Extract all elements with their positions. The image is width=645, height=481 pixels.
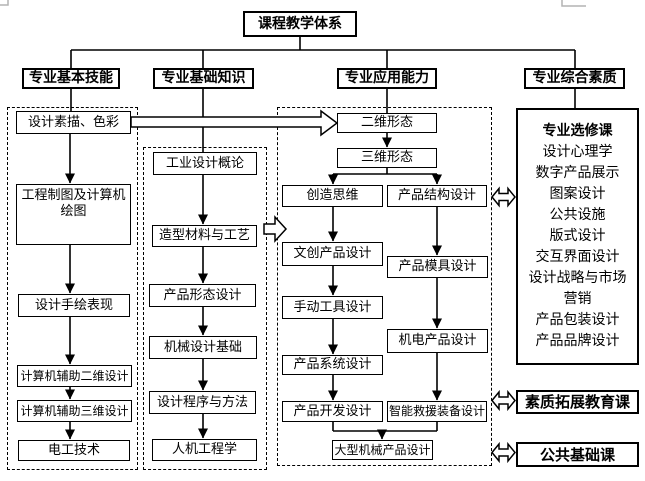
double-arrow-icon	[491, 441, 516, 464]
branch-basic-knowledge: 专业基础知识	[153, 68, 254, 89]
course-box: 机械设计基础	[149, 336, 257, 359]
double-arrow-icon	[491, 389, 516, 412]
course-box: 人机工程学	[152, 439, 257, 461]
course-box: 产品结构设计	[387, 185, 487, 207]
course-box: 设计手绘表现	[18, 294, 130, 317]
course-box: 产品模具设计	[387, 256, 488, 278]
elective-item: 产品包装设计	[535, 312, 620, 328]
elective-item: 产品品牌设计	[535, 333, 620, 349]
course-box: 设计程序与方法	[149, 391, 256, 414]
electives-panel: 专业选修课 设计心理学 数字产品展示 图案设计 公共设施 版式设计 交互界面设计…	[516, 108, 639, 365]
course-box: 设计素描、色彩	[16, 111, 131, 134]
course-box: 手动工具设计	[282, 296, 383, 319]
double-arrow-icon	[491, 186, 516, 208]
course-box: 大型机械产品设计	[332, 440, 433, 460]
elective-item: 设计心理学	[542, 144, 613, 160]
course-box: 产品系统设计	[282, 355, 383, 375]
group-frame-basic-knowledge	[143, 147, 267, 470]
course-box: 创造思维	[282, 185, 383, 207]
course-box: 工程制图及计算机绘图	[16, 184, 131, 245]
branch-basic-skills: 专业基本技能	[22, 68, 120, 89]
page-title: 课程教学体系	[243, 11, 357, 37]
quality-course-box: 公共基础课	[516, 442, 639, 467]
branch-comprehensive-quality: 专业综合素质	[524, 68, 625, 89]
course-box: 造型材料与工艺	[152, 225, 257, 247]
elective-item: 公共设施	[549, 207, 606, 223]
elective-item: 图案设计	[549, 186, 606, 202]
course-box: 文创产品设计	[282, 242, 383, 266]
course-box: 计算机辅助二维设计	[17, 365, 132, 387]
table-gridline-artifact	[0, 0, 9, 6]
course-box: 机电产品设计	[387, 329, 488, 353]
elective-item: 数字产品展示	[535, 165, 620, 181]
elective-item: 设计战略与市场 营销	[528, 270, 627, 307]
branch-application-ability: 专业应用能力	[337, 68, 437, 89]
course-box: 电工技术	[18, 440, 130, 461]
group-frame-application	[277, 107, 492, 466]
electives-heading: 专业选修课	[542, 123, 613, 139]
course-box: 二维形态	[337, 113, 437, 133]
course-box: 产品形态设计	[149, 284, 256, 307]
course-box: 智能救援装备设计	[387, 401, 487, 422]
course-box: 三维形态	[337, 148, 437, 168]
elective-item: 交互界面设计	[535, 249, 620, 265]
group-frame-basic-skills	[7, 107, 138, 470]
course-box: 工业设计概论	[153, 152, 257, 175]
course-box: 产品开发设计	[282, 401, 383, 422]
table-gridline-artifact	[561, 0, 586, 7]
elective-item: 版式设计	[549, 228, 606, 244]
course-box: 计算机辅助三维设计	[17, 400, 132, 422]
quality-course-box: 素质拓展教育课	[516, 390, 639, 414]
screenshot-artifacts	[0, 0, 586, 7]
